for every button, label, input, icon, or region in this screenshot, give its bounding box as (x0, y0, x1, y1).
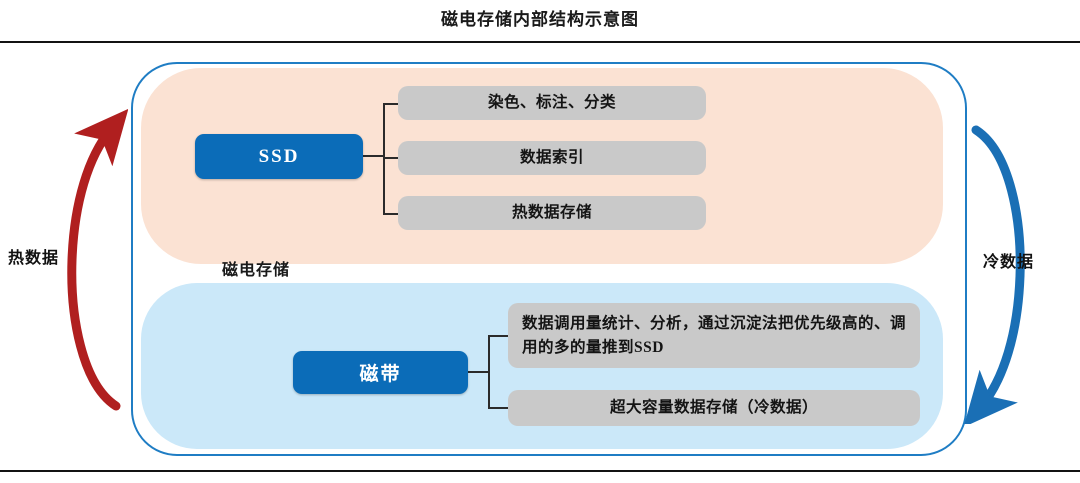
hot-data-label: 热数据 (8, 250, 60, 267)
leaf-ssd-2[interactable]: 数据索引 (398, 141, 706, 175)
connector-ssd-leaf-2 (383, 157, 400, 159)
connector-tape-leaf-2 (488, 407, 510, 409)
cold-data-arrow-icon (963, 125, 1025, 424)
connector-tape-spine (488, 335, 490, 408)
title-divider (0, 41, 1080, 43)
magnetic-storage-label: 磁电存储 (222, 262, 291, 279)
connector-ssd-spine (383, 103, 385, 215)
leaf-ssd-1[interactable]: 染色、标注、分类 (398, 86, 706, 120)
leaf-tape-2[interactable]: 超大容量数据存储（冷数据） (508, 390, 920, 426)
leaf-ssd-3[interactable]: 热数据存储 (398, 196, 706, 230)
connector-ssd-leaf-1 (383, 103, 400, 105)
cold-data-label: 冷数据 (983, 254, 1035, 271)
connector-ssd-leaf-3 (383, 213, 400, 215)
hot-data-arrow-icon (67, 108, 128, 411)
bottom-divider (0, 470, 1080, 472)
connector-ssd-stem (363, 155, 385, 157)
diagram-canvas: 磁电存储 SSD 染色、标注、分类 数据索引 热数据存储 磁带 数据调用量统计、… (0, 44, 1080, 470)
node-ssd[interactable]: SSD (195, 134, 363, 179)
connector-tape-stem (468, 371, 490, 373)
leaf-tape-1[interactable]: 数据调用量统计、分析，通过沉淀法把优先级高的、调用的多的量推到SSD (508, 303, 920, 368)
page-title: 磁电存储内部结构示意图 (441, 10, 639, 29)
connector-tape-leaf-1 (488, 335, 510, 337)
node-tape[interactable]: 磁带 (293, 351, 468, 394)
